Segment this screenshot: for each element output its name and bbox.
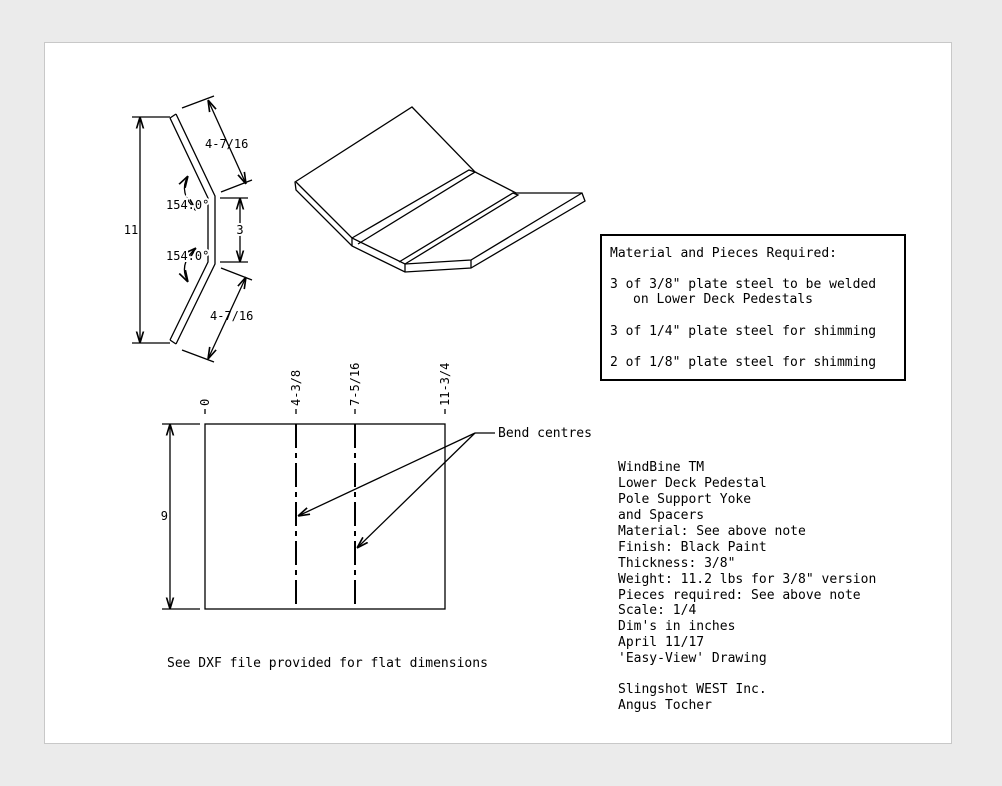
- title-line-2: Lower Deck Pedestal: [618, 476, 767, 491]
- title-line-6: Finish: Black Paint: [618, 540, 767, 555]
- angle-arc-top: [184, 176, 196, 210]
- title-line-3: Pole Support Yoke: [618, 492, 751, 507]
- top-leg-dim: 4-7/16: [205, 137, 248, 151]
- angle-arc-bottom: [184, 248, 196, 282]
- angle-bottom: 154.0°: [166, 249, 209, 263]
- title-line-11: Dim's in inches: [618, 619, 735, 634]
- iso-outline: [294, 106, 586, 273]
- iso-bend-line-1: [351, 169, 477, 245]
- materials-title: Material and Pieces Required:: [610, 246, 837, 261]
- bend-leader-2: [357, 432, 476, 548]
- title-block: WindBine TM Lower Deck Pedestal Pole Sup…: [618, 460, 876, 713]
- title-line-5: Material: See above note: [618, 524, 806, 539]
- flat-dim-3: 11-3/4: [438, 363, 452, 406]
- company-name: Slingshot WEST Inc.: [618, 682, 767, 697]
- materials-box: Material and Pieces Required: 3 of 3/8" …: [600, 234, 906, 381]
- flat-outline: [204, 423, 446, 610]
- isometric-view: [294, 106, 586, 273]
- bend-centres-label: Bend centres: [498, 426, 592, 441]
- title-line-1: WindBine TM: [618, 460, 704, 475]
- side-view: 11 3 4-7/16 4-7/16 154.0° 154.0°: [124, 95, 253, 363]
- flat-dim-2: 7-5/16: [348, 363, 362, 406]
- flat-dim-0: 0: [198, 399, 212, 406]
- title-line-8: Weight: 11.2 lbs for 3/8" version: [618, 572, 876, 587]
- title-line-4: and Spacers: [618, 508, 704, 523]
- title-line-13: 'Easy-View' Drawing: [618, 651, 767, 666]
- title-line-9: Pieces required: See above note: [618, 588, 861, 603]
- top-leg-dim-line: [208, 100, 246, 184]
- materials-item-1a: 3 of 3/8" plate steel to be welded: [610, 277, 876, 292]
- height-dim: 11: [124, 223, 138, 237]
- author-name: Angus Tocher: [618, 698, 712, 713]
- flat-dim-1: 4-3/8: [289, 370, 303, 406]
- dxf-note: See DXF file provided for flat dimension…: [167, 656, 488, 671]
- materials-item-3: 2 of 1/8" plate steel for shimming: [610, 355, 876, 370]
- materials-item-2: 3 of 1/4" plate steel for shimming: [610, 324, 876, 339]
- middle-dim: 3: [236, 223, 243, 237]
- drawing-sheet: [44, 42, 952, 744]
- bottom-leg-dim: 4-7/16: [210, 309, 253, 323]
- bend-leader-1: [298, 432, 476, 516]
- bottom-leg-dim-line: [208, 277, 246, 359]
- angle-top: 154.0°: [166, 198, 209, 212]
- profile-inner: [175, 113, 216, 345]
- flat-height-dim: 9: [161, 509, 168, 523]
- materials-item-1b: on Lower Deck Pedestals: [633, 292, 813, 307]
- title-line-10: Scale: 1/4: [618, 603, 696, 618]
- title-line-7: Thickness: 3/8": [618, 556, 735, 571]
- profile-outer: [169, 117, 209, 341]
- title-line-12: April 11/17: [618, 635, 704, 650]
- flat-view: 0 4-3/8 7-5/16 11-3/4 9 Bend centres: [159, 363, 592, 610]
- iso-bend-line-2: [398, 192, 520, 265]
